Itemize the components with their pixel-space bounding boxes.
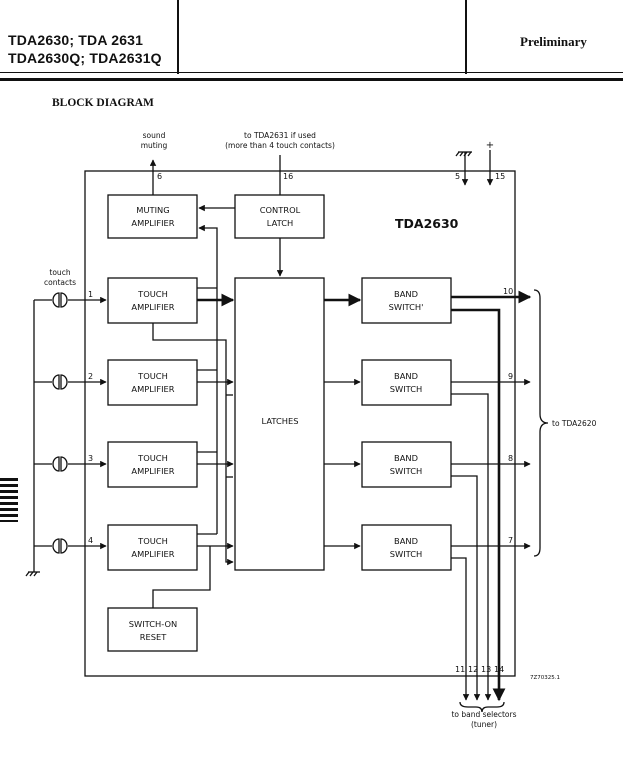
switchon-label-2: RESET [140,632,168,642]
switchon-label-1: SWITCH-ON [129,619,178,629]
band4-label-1: BAND [394,536,418,546]
band3-label-2: SWITCH [390,466,423,476]
sound-muting-label-2: muting [141,141,168,150]
band-switch-3-block [361,441,452,488]
figure-code: 7Z70325.1 [530,675,560,681]
touch-contact-2-icon [52,374,68,390]
touch-amplifier-3-block [107,441,198,488]
section-title: BLOCK DIAGRAM [52,97,154,109]
touch1-label-1: TOUCH [137,289,168,299]
pin-13: 13 [481,665,491,674]
pin-10: 10 [503,287,513,296]
muting-label-2: AMPLIFIER [131,218,174,228]
pin-12: 12 [468,665,478,674]
pin-16: 16 [283,172,293,181]
touch4-label-2: AMPLIFIER [131,549,174,559]
touch-contacts-label-2: contacts [44,278,76,287]
band1-label-2: SWITCH' [389,302,424,312]
band-selectors-label: to band selectors [451,710,516,719]
ground-hatch-left [25,571,38,577]
touch1-label-2: AMPLIFIER [131,302,174,312]
header-box [0,0,623,81]
tda2620-label: to TDA2620 [552,419,597,428]
ground-hatch-top [455,151,472,157]
device-title-line2: TDA2630Q; TDA2631Q [8,50,162,66]
header-rule [0,72,623,73]
tuner-label: (tuner) [471,720,497,729]
status-label: Preliminary [520,34,587,49]
margin-marker [0,478,18,522]
header-divider-2 [465,0,467,74]
pin-5: 5 [455,172,460,181]
touch-amplifier-1-block [107,277,198,324]
pin-7: 7 [508,536,513,545]
plus-label: + [486,140,494,151]
band-switch-2-block [361,359,452,406]
touch-amplifier-4-block [107,524,198,571]
band2-tuner [451,393,492,701]
control-label-1: CONTROL [260,205,301,215]
band4-label-2: SWITCH [390,549,423,559]
band3-label-1: BAND [394,453,418,463]
touch-contact-1-icon [52,292,68,308]
pin-3: 3 [88,454,93,463]
control-latch-block [234,194,325,239]
touch-amplifier-2-block [107,359,198,406]
tda2631-label-2: (more than 4 touch contacts) [225,141,335,150]
band4-tuner [451,557,470,701]
control-label-2: LATCH [267,218,293,228]
band1-tuner [451,308,506,702]
switch-on-reset-out [152,546,211,608]
tda2620-brace [533,289,549,557]
band3-tuner [451,475,481,701]
reset-bus [152,323,234,566]
sound-muting-label-1: sound [143,131,166,140]
touch-contact-4-icon [52,538,68,554]
device-title-line1: TDA2630; TDA 2631 [8,32,144,48]
pin-2: 2 [88,372,93,381]
pin-6: 6 [157,172,162,181]
switch-on-reset-block [107,607,198,652]
band2-label-1: BAND [394,371,418,381]
touch4-label-1: TOUCH [137,536,168,546]
tuner-brace [459,701,505,713]
pin-14: 14 [494,665,504,674]
band2-label-2: SWITCH [390,384,423,394]
touch3-label-2: AMPLIFIER [131,466,174,476]
touch-contact-3-icon [52,456,68,472]
touch2-label-1: TOUCH [137,371,168,381]
header-divider-1 [177,0,179,74]
tda2631-label-1: to TDA2631 if used [244,131,316,140]
pin-4: 4 [88,536,93,545]
pin-9: 9 [508,372,513,381]
band-switch-4-block [361,524,452,571]
latches-block [234,277,325,571]
chip-label: TDA2630 [395,216,459,231]
touch2-label-2: AMPLIFIER [131,384,174,394]
pin-8: 8 [508,454,513,463]
muting-label-1: MUTING [136,205,169,215]
feedback-bus [198,224,218,534]
band-switch-1-block [361,277,452,324]
latches-label: LATCHES [262,416,299,426]
touch-contacts-label-1: touch [49,268,70,277]
band1-label-1: BAND [394,289,418,299]
pin-1: 1 [88,290,93,299]
pin-11: 11 [455,665,465,674]
touch3-label-1: TOUCH [137,453,168,463]
muting-amplifier-block [107,194,198,239]
pin-15: 15 [495,172,505,181]
ic-outline [84,170,516,677]
